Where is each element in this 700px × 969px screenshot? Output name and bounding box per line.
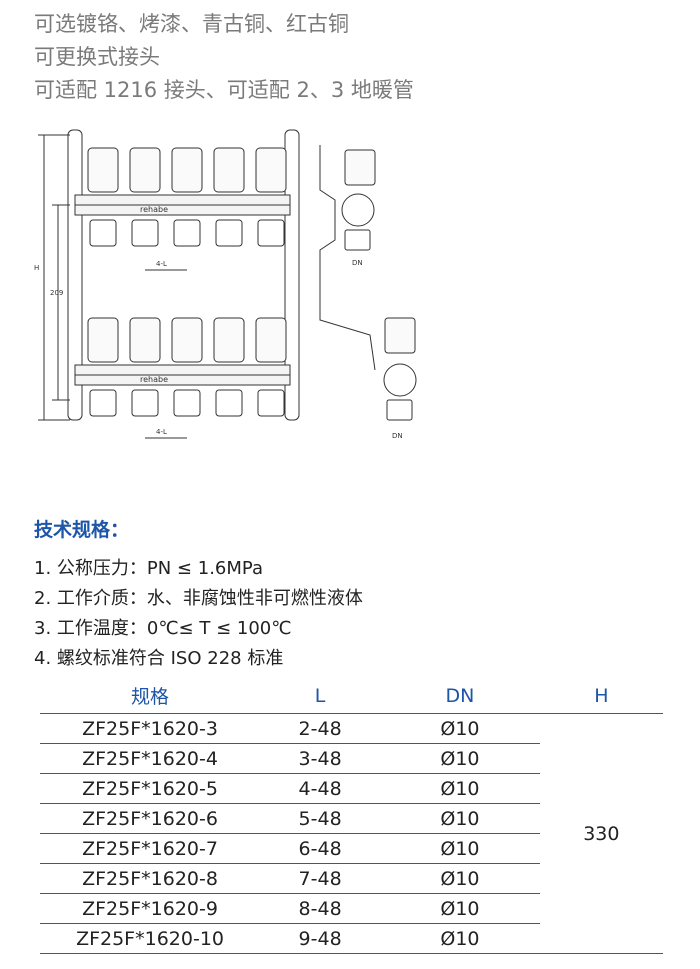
cell-dn: Ø10 — [380, 803, 540, 834]
technical-specs: 技术规格： 1. 公称压力：PN ≤ 1.6MPa 2. 工作介质：水、非腐蚀性… — [34, 515, 363, 674]
cell-h: 330 — [539, 713, 663, 954]
cell-dn: Ø10 — [380, 773, 540, 804]
cell-l: 3-48 — [260, 743, 381, 774]
feature-compatibility: 可适配 1216 接头、可适配 2、3 地暖管 — [34, 78, 414, 102]
spec-temperature: 3. 工作温度：0℃≤ T ≤ 100℃ — [34, 618, 292, 639]
cell-dn: Ø10 — [380, 833, 540, 864]
dn-label-top: DN — [352, 259, 363, 267]
feature-finish-options: 可选镀铬、烤漆、青古铜、红古铜 — [34, 12, 349, 36]
table-header-row: 规格 L DN H — [40, 678, 663, 714]
header-h: H — [539, 678, 663, 714]
header-l: L — [260, 678, 381, 714]
cell-l: 2-48 — [260, 713, 381, 744]
cell-l: 9-48 — [260, 923, 381, 954]
spec-pressure: 1. 公称压力：PN ≤ 1.6MPa — [34, 558, 263, 579]
cell-model: ZF25F*1620-7 — [40, 833, 261, 864]
spacing-label-bottom: 4-L — [156, 428, 167, 436]
cell-dn: Ø10 — [380, 863, 540, 894]
table-row: ZF25F*1620-5 4-48 Ø10 — [40, 773, 663, 804]
manifold-technical-drawing: rehabe rehabe 4-L 4-L H 209 DN DN — [34, 129, 417, 440]
header-dn: DN — [380, 678, 540, 714]
table-row: ZF25F*1620-10 9-48 Ø10 — [40, 923, 663, 954]
cell-l: 6-48 — [260, 833, 381, 864]
feature-list: 可选镀铬、烤漆、青古铜、红古铜 可更换式接头 可适配 1216 接头、可适配 2… — [34, 8, 414, 107]
feature-replaceable-joint: 可更换式接头 — [34, 45, 160, 69]
brand-label-bottom: rehabe — [140, 375, 168, 384]
model-spec-table: 规格 L DN H ZF25F*1620-3 2-48 Ø10 330 ZF25… — [40, 678, 663, 954]
table-row: ZF25F*1620-9 8-48 Ø10 — [40, 893, 663, 924]
cell-model: ZF25F*1620-10 — [40, 923, 261, 954]
table-row: ZF25F*1620-3 2-48 Ø10 330 — [40, 713, 663, 954]
cell-model: ZF25F*1620-8 — [40, 863, 261, 894]
table-row: ZF25F*1620-6 5-48 Ø10 — [40, 803, 663, 834]
dimension-label: 209 — [50, 289, 63, 297]
spec-thread-standard: 4. 螺纹标准符合 ISO 228 标准 — [34, 648, 284, 669]
cell-model: ZF25F*1620-4 — [40, 743, 261, 774]
cell-model: ZF25F*1620-3 — [40, 713, 261, 744]
specs-title: 技术规格： — [34, 519, 130, 541]
cell-l: 5-48 — [260, 803, 381, 834]
table-row: ZF25F*1620-4 3-48 Ø10 — [40, 743, 663, 774]
cell-dn: Ø10 — [380, 713, 540, 744]
cell-model: ZF25F*1620-6 — [40, 803, 261, 834]
cell-l: 7-48 — [260, 863, 381, 894]
cell-l: 8-48 — [260, 893, 381, 924]
height-label: H — [34, 264, 39, 272]
cell-model: ZF25F*1620-5 — [40, 773, 261, 804]
cell-dn: Ø10 — [380, 893, 540, 924]
cell-l: 4-48 — [260, 773, 381, 804]
spacing-label-top: 4-L — [156, 260, 167, 268]
cell-dn: Ø10 — [380, 743, 540, 774]
dn-label-bottom: DN — [392, 432, 403, 440]
table-row: ZF25F*1620-8 7-48 Ø10 — [40, 863, 663, 894]
table-row: ZF25F*1620-7 6-48 Ø10 — [40, 833, 663, 864]
brand-label-top: rehabe — [140, 205, 168, 214]
cell-dn: Ø10 — [380, 923, 540, 954]
cell-model: ZF25F*1620-9 — [40, 893, 261, 924]
header-model: 规格 — [40, 678, 261, 714]
spec-medium: 2. 工作介质：水、非腐蚀性非可燃性液体 — [34, 588, 363, 609]
